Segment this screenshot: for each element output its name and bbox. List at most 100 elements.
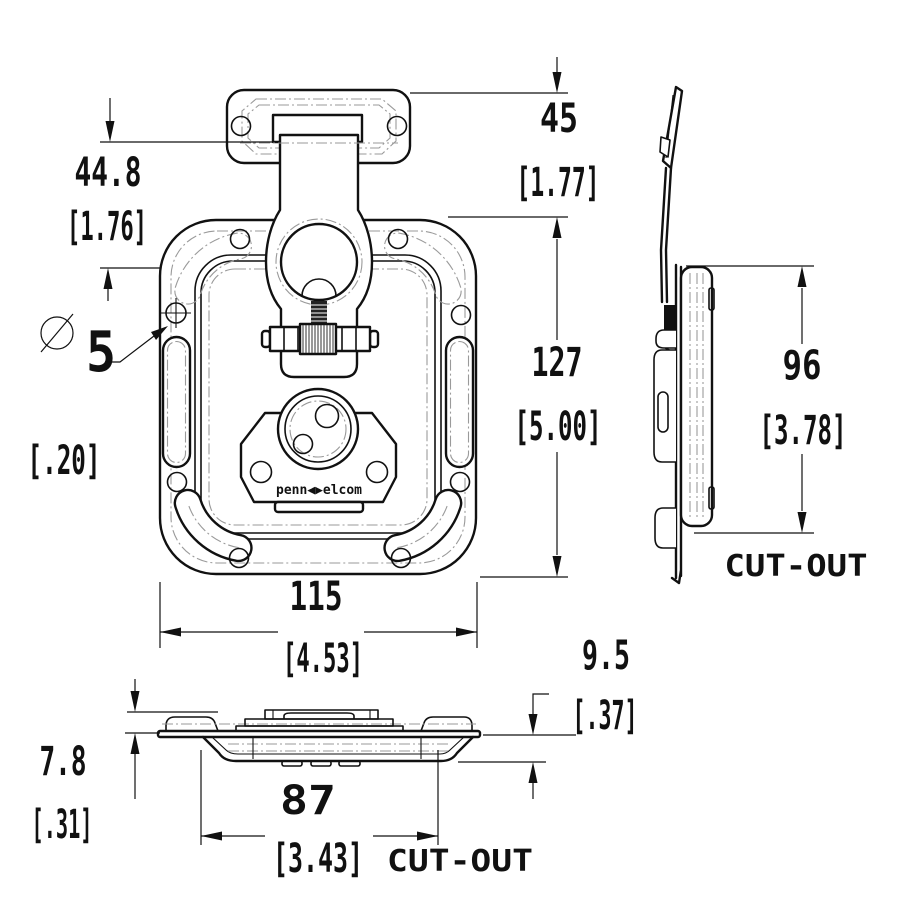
hasp-edge (659, 166, 673, 304)
pad-edge-top (655, 329, 676, 349)
latch-bar-edge (664, 305, 676, 331)
side-view (653, 85, 715, 585)
dish-tub-profile-inner (211, 736, 465, 755)
bar-end-right (368, 329, 380, 349)
rivet-hole (387, 228, 409, 250)
rivet-hole (166, 471, 188, 493)
strike-plate-recess-inner (247, 104, 391, 149)
dim-mm: 5 (86, 320, 116, 385)
dim-inch: [4.53] (283, 636, 363, 682)
strike-tab-edge (659, 136, 671, 158)
hasp-strap (240, 133, 398, 379)
mounting-slot-right-hidden (449, 340, 470, 464)
mid-step-profile (244, 718, 394, 727)
rivet-hole (449, 471, 471, 493)
dim-inch: [1.77] (517, 160, 600, 206)
dish-tub-profile (201, 735, 475, 763)
diameter-symbol-slash (40, 313, 74, 353)
dim-body-width: 115 [4.53] (159, 574, 478, 682)
dim-hole-diameter: 5 [.20] (28, 313, 168, 484)
dim-cutout-width: 87 [3.43] CUT-OUT (200, 750, 533, 882)
latch-base-hole (365, 460, 389, 484)
kidney-slot-bottom-left-hidden (188, 505, 239, 549)
dimensions: 44.8 [1.76] 45 [1.77] 127 [5.00] 5 [.20] (28, 57, 868, 882)
dim-inch: [.37] (573, 693, 638, 739)
bottom-view (156, 709, 482, 767)
reference-hole-crosshair (161, 298, 191, 328)
dim-mm: 127 (532, 340, 583, 386)
pad-edge-bottom (654, 507, 676, 549)
mounting-slot-left (161, 335, 192, 469)
mounting-slot-left-hidden (166, 340, 187, 464)
dim-body-height: 127 [5.00] (480, 239, 602, 578)
ball-catch (301, 278, 337, 297)
dim-mm: 115 (290, 574, 343, 620)
dim-inch: [5.00] (515, 404, 602, 450)
bar-segments (283, 327, 357, 351)
dim-strike-height: 45 [1.77] (410, 57, 600, 238)
rivet-hole (228, 547, 250, 569)
handle-profile (264, 709, 379, 720)
knob-hole (314, 403, 340, 429)
dim-inch: [.20] (28, 438, 101, 484)
tub-tab (281, 760, 303, 767)
tub-wall-lines (252, 738, 422, 759)
rivet-hole (450, 304, 472, 326)
dim-dish-depth: 9.5 [.37] (458, 633, 638, 799)
knob-ring (284, 395, 352, 463)
dim-inch: [1.76] (67, 204, 147, 250)
dim-mm: 44.8 (75, 150, 142, 196)
hasp-hole (279, 222, 359, 302)
dim-inch: [3.78] (760, 408, 847, 454)
screw-threads (311, 304, 327, 326)
kidney-slot-bottom-right (383, 488, 463, 563)
corner-pad-right (420, 716, 473, 732)
dim-cutout-height: 96 [3.78] CUT-OUT (686, 265, 868, 584)
rivet-hole (229, 228, 251, 250)
kidney-slot-top-right (384, 232, 462, 305)
dim-pad-standoff: 7.8 [.31] (32, 679, 218, 848)
cutout-label: CUT-OUT (387, 844, 533, 879)
adjustment-screw (311, 301, 327, 327)
front-view: penn◀▶elcom (158, 88, 478, 576)
dish-tub-hidden-lines (689, 273, 704, 519)
handle-tabs (272, 710, 371, 719)
brand-logo: penn◀▶elcom (276, 483, 362, 498)
slot-emboss-inner (657, 391, 669, 433)
strike-plate-hole (230, 115, 252, 137)
dim-mm: 9.5 (582, 633, 630, 679)
flange-profile (156, 729, 482, 739)
butterfly-latch: penn◀▶elcom (239, 387, 398, 514)
dim-mm: 7.8 (40, 739, 87, 785)
dim-inch: [3.43] (273, 836, 363, 882)
knob-ring-hidden (289, 400, 347, 458)
handle-cap (283, 712, 355, 719)
diameter-symbol-icon (40, 316, 74, 350)
corner-pad-left (165, 716, 219, 732)
tub-hidden-lines (228, 743, 448, 752)
tub-tab (338, 760, 361, 767)
knurl-hatch (302, 325, 334, 353)
mounting-slot-right (444, 335, 475, 469)
strike-plate-recess (241, 98, 397, 155)
dim-latch-offset: 44.8 [1.76] (67, 98, 281, 301)
slot-emboss-edge (653, 349, 676, 463)
slot-emboss-bump (708, 287, 715, 311)
latch-base-hole (249, 460, 273, 484)
dim-mm: 87 (280, 778, 336, 824)
crosshair-icon (161, 298, 191, 328)
rivet-hole (390, 547, 412, 569)
dim-mm: 45 (540, 96, 578, 142)
slot-emboss-bump (708, 486, 715, 510)
kidney-slot-bottom-left (173, 488, 253, 563)
kidney-slot-top-left (174, 232, 252, 305)
knob-hole (292, 433, 314, 455)
dim-mm: 96 (783, 343, 822, 389)
kidney-slot-bottom-right-hidden (397, 505, 448, 549)
strike-plate-hole (386, 115, 408, 137)
latch-base-tab (273, 500, 365, 514)
tub-tab (310, 760, 332, 767)
latch-bar (260, 322, 380, 356)
